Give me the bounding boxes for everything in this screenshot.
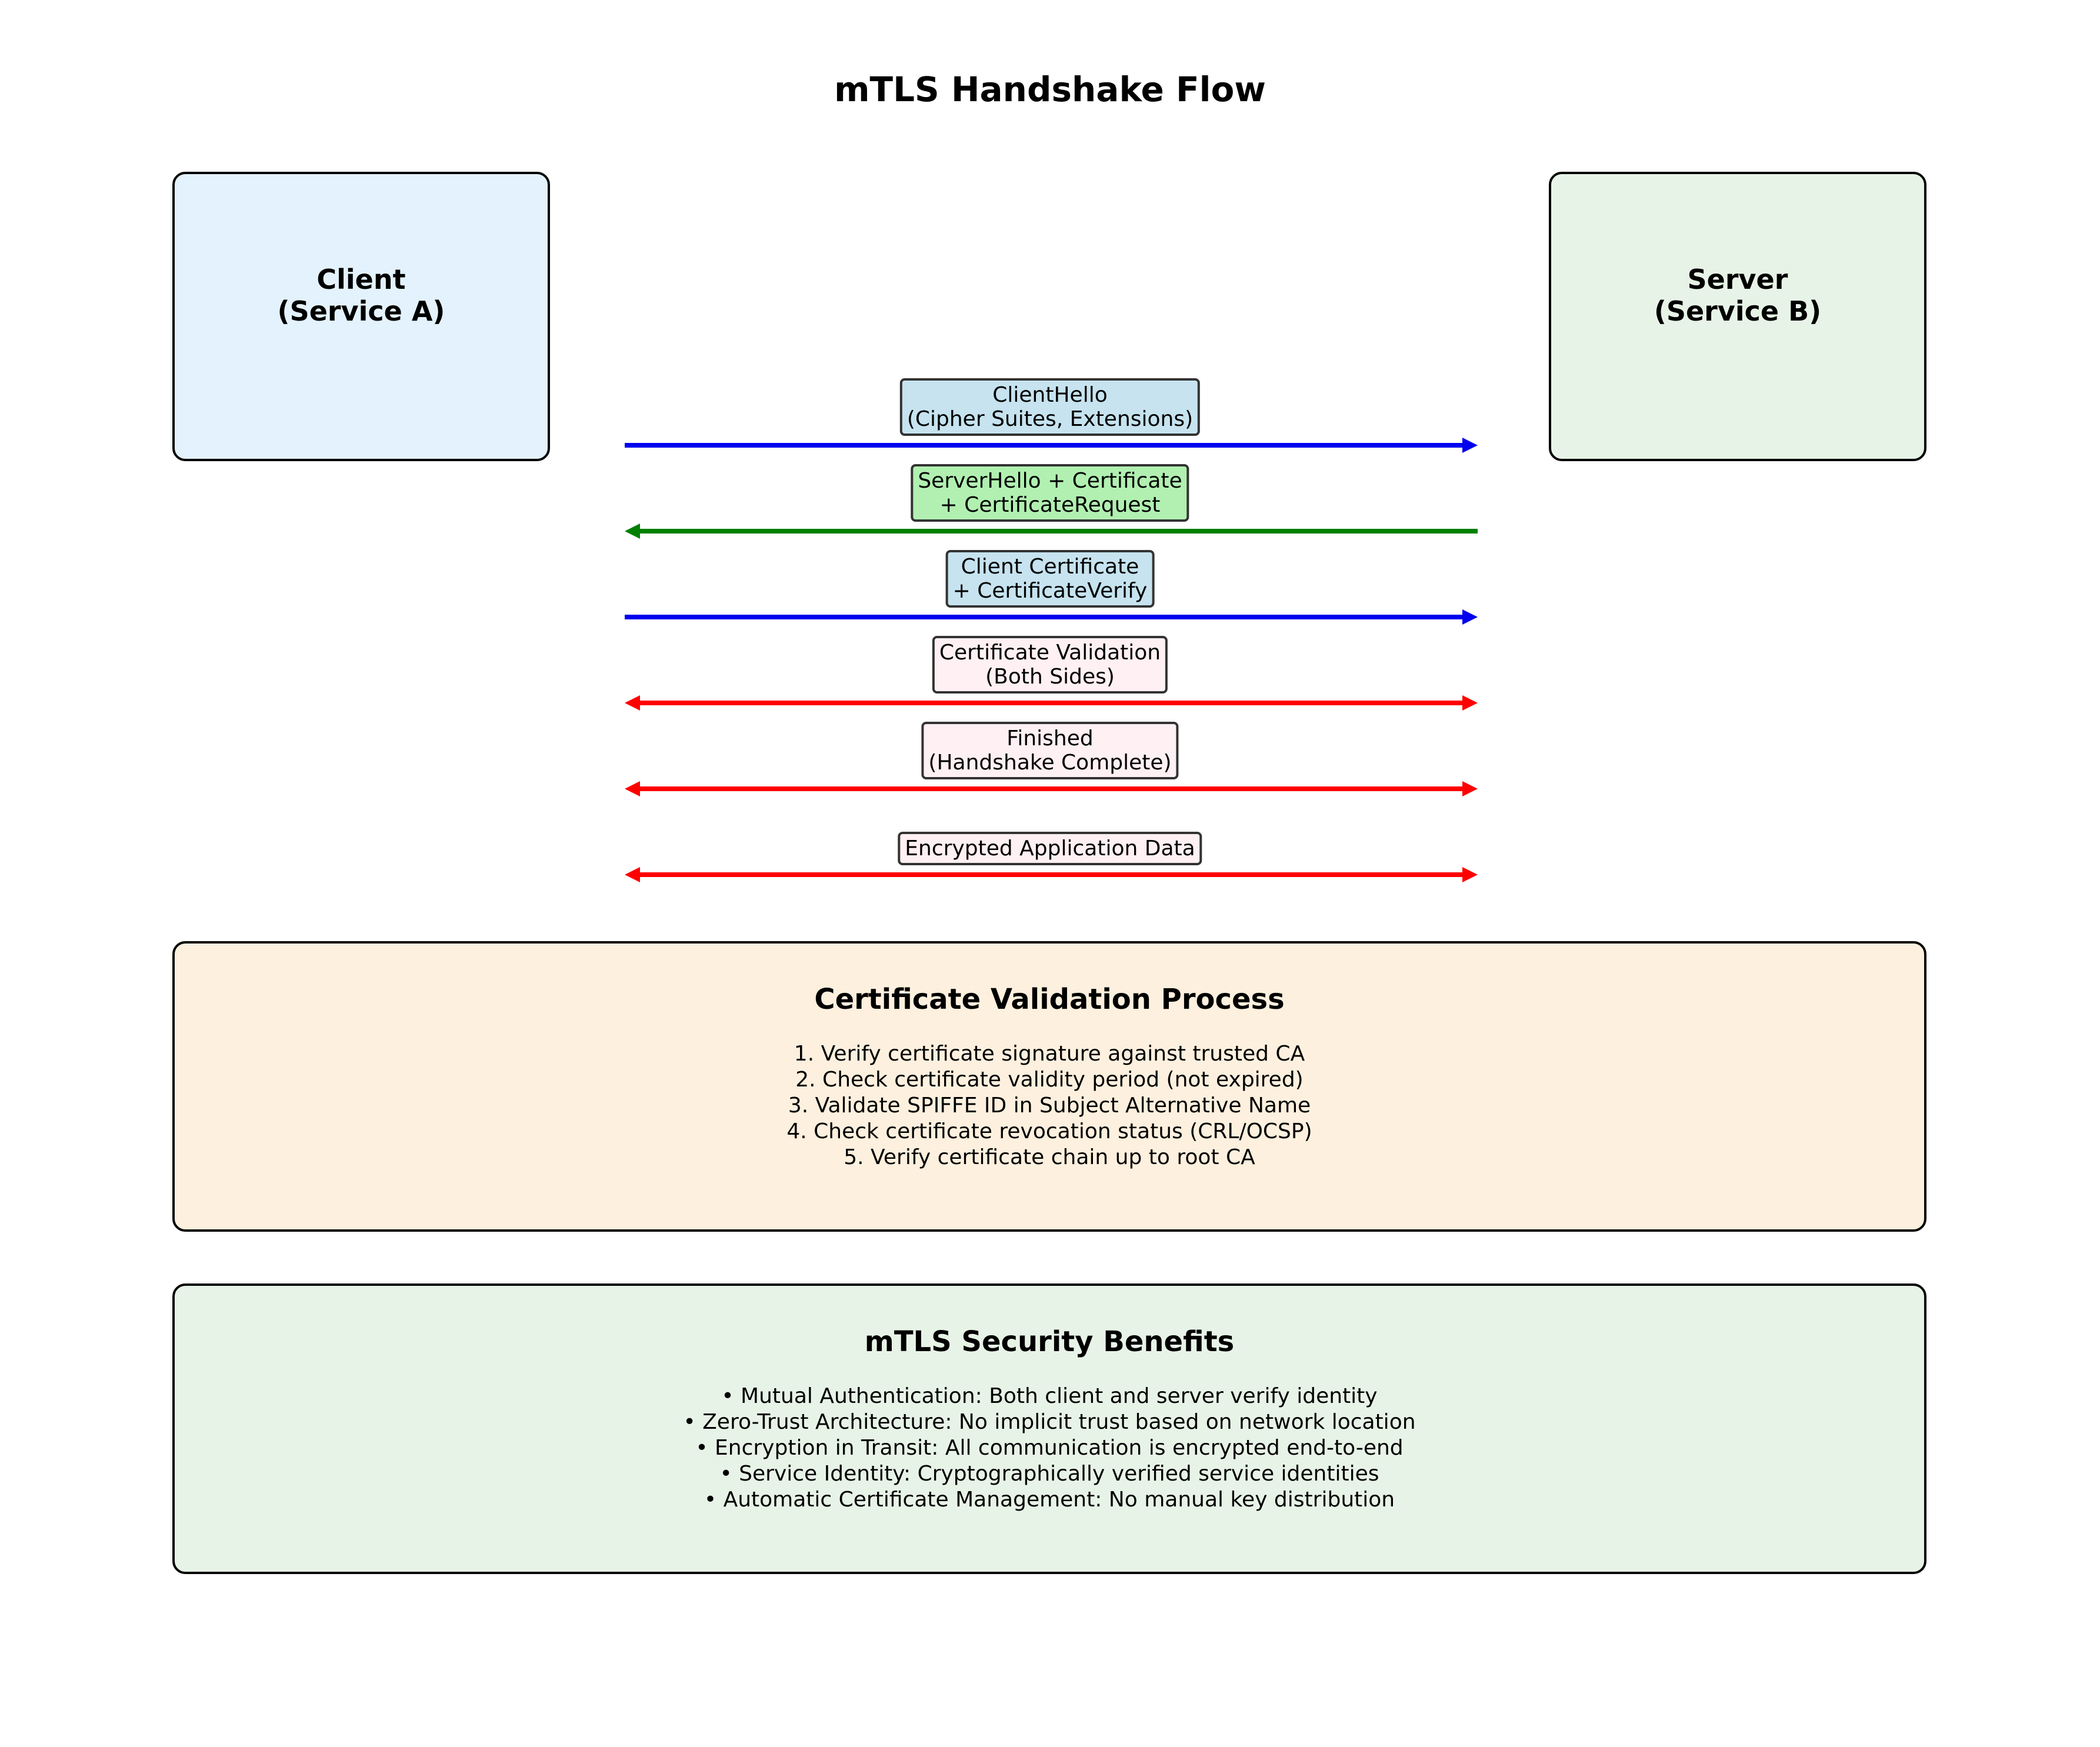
arrowhead-5 bbox=[625, 781, 640, 796]
client-label: Client (Service A) bbox=[277, 264, 445, 327]
validation-panel: Certificate Validation Process 1. Verify… bbox=[172, 941, 1926, 1232]
validation-step: 1. Verify certificate signature against … bbox=[794, 1042, 1305, 1066]
benefit-item: • Zero-Trust Architecture: No implicit t… bbox=[683, 1410, 1416, 1434]
benefit-item: • Mutual Authentication: Both client and… bbox=[721, 1384, 1378, 1408]
arrowhead-4 bbox=[625, 695, 640, 711]
validation-step: 4. Check certificate revocation status (… bbox=[786, 1119, 1312, 1143]
arrowhead-6 bbox=[1462, 867, 1478, 882]
benefit-item: • Service Identity: Cryptographically ve… bbox=[719, 1462, 1379, 1486]
client-box: Client (Service A) bbox=[172, 172, 550, 461]
arrowhead-2 bbox=[625, 524, 640, 539]
arrowhead-4 bbox=[1462, 695, 1478, 711]
validation-step: 5. Verify certificate chain up to root C… bbox=[844, 1145, 1255, 1169]
arrowhead-3 bbox=[1462, 609, 1478, 625]
benefits-list: • Mutual Authentication: Both client and… bbox=[175, 1383, 1924, 1513]
message-label-6: Encrypted Application Data bbox=[898, 832, 1202, 865]
message-label-1: ClientHello (Cipher Suites, Extensions) bbox=[899, 378, 1201, 436]
arrowhead-6 bbox=[625, 867, 640, 882]
validation-title: Certificate Validation Process bbox=[814, 983, 1285, 1016]
message-label-5: Finished (Handshake Complete) bbox=[921, 722, 1179, 779]
validation-step: 2. Check certificate validity period (no… bbox=[795, 1068, 1304, 1092]
message-label-3: Client Certificate + CertificateVerify bbox=[945, 550, 1155, 608]
validation-step: 3. Validate SPIFFE ID in Subject Alterna… bbox=[788, 1093, 1311, 1118]
benefit-item: • Encryption in Transit: All communicati… bbox=[695, 1436, 1404, 1460]
server-box: Server (Service B) bbox=[1549, 172, 1926, 461]
benefits-panel: mTLS Security Benefits • Mutual Authenti… bbox=[172, 1283, 1926, 1574]
diagram-title: mTLS Handshake Flow bbox=[834, 69, 1266, 109]
message-flow bbox=[625, 438, 1478, 882]
validation-steps: 1. Verify certificate signature against … bbox=[175, 1041, 1924, 1171]
message-label-2: ServerHello + Certificate + CertificateR… bbox=[911, 464, 1189, 522]
benefit-item: • Automatic Certificate Management: No m… bbox=[704, 1488, 1395, 1512]
benefits-title: mTLS Security Benefits bbox=[864, 1325, 1235, 1358]
arrowhead-1 bbox=[1462, 438, 1478, 453]
message-label-4: Certificate Validation (Both Sides) bbox=[932, 636, 1168, 694]
arrowhead-5 bbox=[1462, 781, 1478, 796]
server-label: Server (Service B) bbox=[1654, 264, 1822, 327]
